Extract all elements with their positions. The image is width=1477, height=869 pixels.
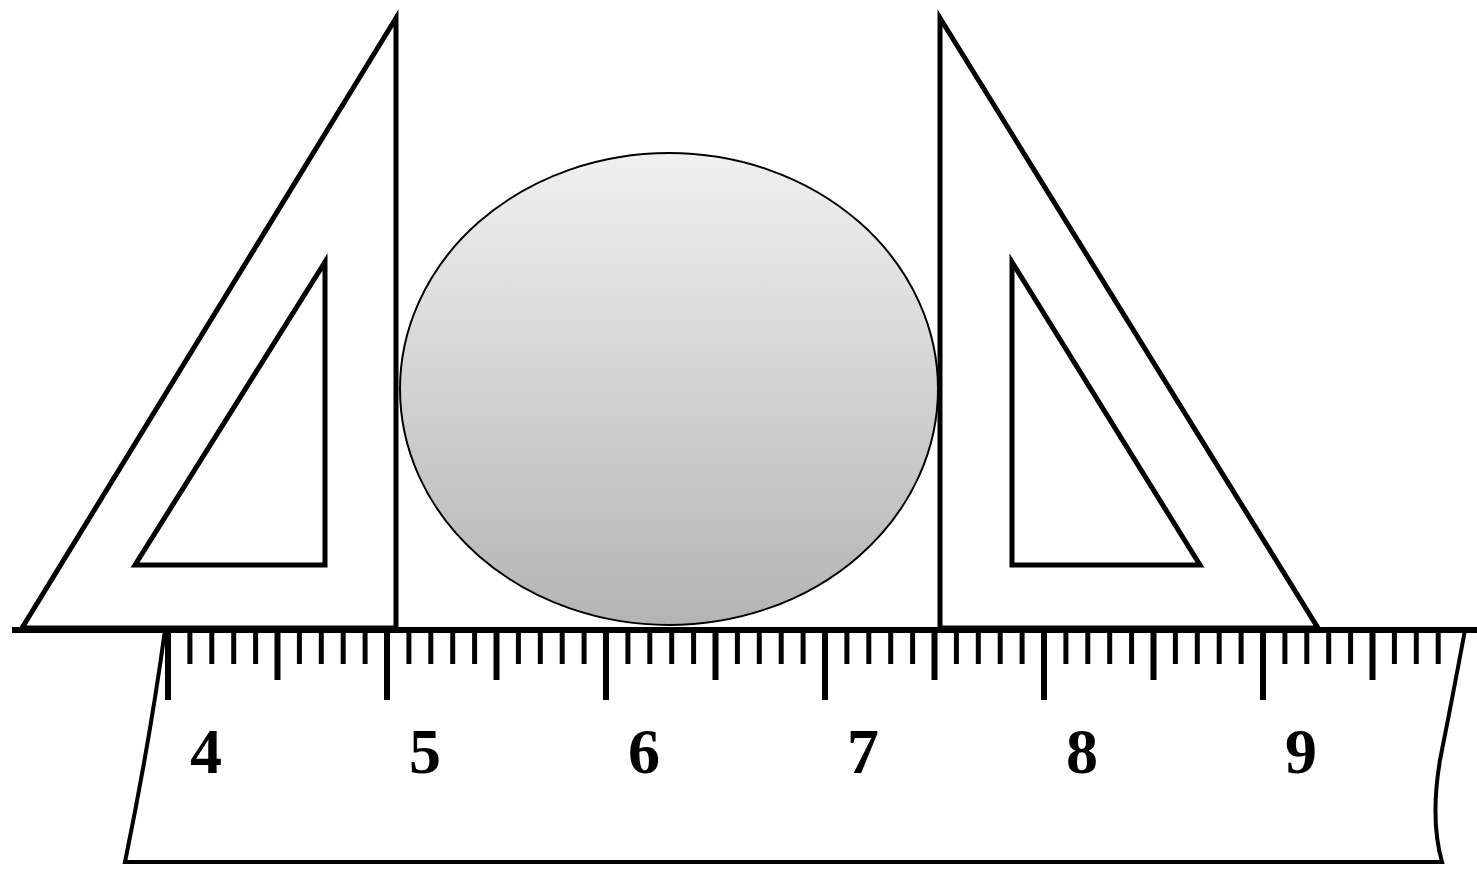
- tick-mark: [1129, 630, 1134, 664]
- tick-mark: [253, 630, 258, 664]
- tick-mark: [428, 630, 433, 664]
- tick-mark: [888, 630, 893, 664]
- tick-mark: [1326, 630, 1331, 664]
- ruler-body: [125, 630, 1465, 862]
- tick-mark: [976, 630, 981, 664]
- tick-mark: [647, 630, 652, 664]
- tick-mark: [1304, 630, 1309, 664]
- tick-mark: [231, 630, 236, 664]
- tick-mark: [1107, 630, 1112, 664]
- tick-mark: [932, 630, 938, 680]
- set-square: [22, 18, 396, 628]
- tick-mark: [1041, 630, 1047, 700]
- tick-mark: [1392, 630, 1397, 664]
- tick-mark: [1151, 630, 1157, 680]
- tick-mark: [1282, 630, 1287, 664]
- tick-mark: [165, 630, 171, 700]
- tick-mark: [691, 630, 696, 664]
- tick-mark: [603, 630, 609, 700]
- tick-mark: [866, 630, 871, 664]
- ball: [400, 153, 938, 625]
- tick-mark: [341, 630, 346, 664]
- tick-mark: [844, 630, 849, 664]
- tick-mark: [1239, 630, 1244, 664]
- tick-mark: [757, 630, 762, 664]
- ruler-number: 5: [409, 720, 441, 784]
- tick-mark: [1436, 630, 1441, 664]
- tick-mark: [450, 630, 455, 664]
- tick-mark: [384, 630, 390, 700]
- tick-mark: [472, 630, 477, 664]
- ruler-number: 4: [190, 720, 222, 784]
- tick-mark: [516, 630, 521, 664]
- ruler-ticks: [168, 630, 1438, 700]
- tick-mark: [209, 630, 214, 664]
- ruler-edge: [12, 627, 1477, 633]
- ruler-number: 7: [847, 720, 879, 784]
- tick-mark: [275, 630, 281, 680]
- tick-mark: [1414, 630, 1419, 664]
- tick-mark: [735, 630, 740, 664]
- tick-mark: [1370, 630, 1376, 680]
- set-square: [940, 18, 1318, 628]
- tick-mark: [1063, 630, 1068, 664]
- tick-mark: [560, 630, 565, 664]
- tick-mark: [363, 630, 368, 664]
- ruler-number: 9: [1285, 720, 1317, 784]
- tick-mark: [801, 630, 806, 664]
- tick-mark: [1195, 630, 1200, 664]
- tick-mark: [910, 630, 915, 664]
- tick-mark: [319, 630, 324, 664]
- tick-mark: [713, 630, 719, 680]
- tick-mark: [625, 630, 630, 664]
- tick-mark: [1260, 630, 1266, 700]
- ruler-number: 6: [628, 720, 660, 784]
- tick-mark: [822, 630, 828, 700]
- tick-mark: [1348, 630, 1353, 664]
- tick-mark: [779, 630, 784, 664]
- tick-mark: [1020, 630, 1025, 664]
- tick-mark: [297, 630, 302, 664]
- tick-mark: [187, 630, 192, 664]
- tick-mark: [406, 630, 411, 664]
- tick-mark: [1085, 630, 1090, 664]
- tick-mark: [538, 630, 543, 664]
- tick-mark: [1173, 630, 1178, 664]
- tick-mark: [494, 630, 500, 680]
- ruler-number: 8: [1066, 720, 1098, 784]
- tick-mark: [669, 630, 674, 664]
- tick-mark: [998, 630, 1003, 664]
- tick-mark: [1217, 630, 1222, 664]
- tick-mark: [582, 630, 587, 664]
- tick-mark: [954, 630, 959, 664]
